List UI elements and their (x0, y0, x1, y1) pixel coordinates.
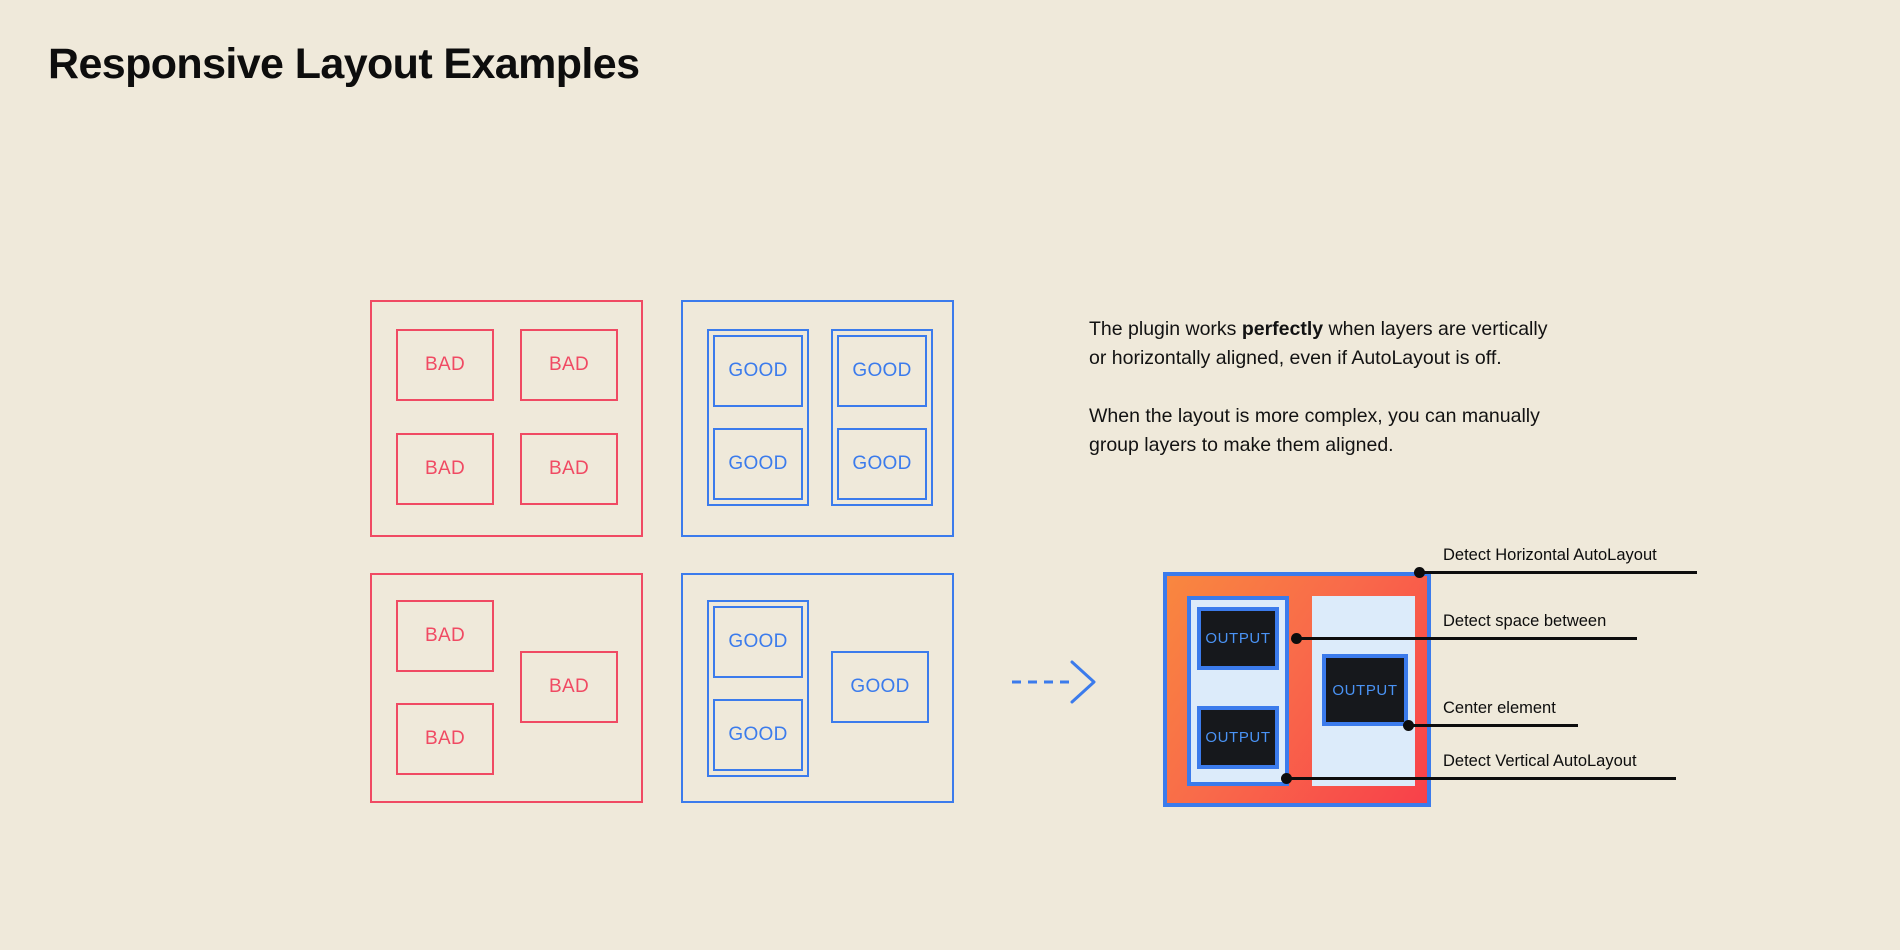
annotation-label: Detect Vertical AutoLayout (1443, 752, 1637, 770)
annotation-anchor-dot (1414, 567, 1425, 578)
layer-group-wrapper: GOOD GOOD (707, 329, 809, 506)
page-title: Responsive Layout Examples (48, 40, 640, 88)
cell-bad: BAD (520, 329, 618, 401)
center-element-column: OUTPUT (1312, 596, 1415, 786)
cell-bad: BAD (396, 329, 494, 401)
cell-good: GOOD (837, 428, 927, 500)
paragraph-1-emphasis: perfectly (1241, 318, 1324, 340)
cell-bad: BAD (520, 433, 618, 505)
paragraph-2: When the layout is more complex, you can… (1089, 405, 1540, 456)
cell-bad: BAD (396, 433, 494, 505)
example-panel-bottom-bad: BAD BAD BAD (370, 573, 643, 803)
cell-bad: BAD (520, 651, 618, 723)
plugin-detection-diagram: OUTPUT OUTPUT OUTPUT (1163, 572, 1431, 807)
annotation-label: Center element (1443, 699, 1556, 717)
cell-good: GOOD (713, 699, 803, 771)
annotation-label: Detect space between (1443, 612, 1607, 630)
example-panel-bottom-good: GOOD GOOD GOOD (681, 573, 954, 803)
paragraph-1-tail: when layers are vertically or horizontal… (1089, 318, 1548, 369)
example-panel-top-good: GOOD GOOD GOOD GOOD (681, 300, 954, 537)
description-copy: The plugin works perfectly when layers a… (1089, 315, 1559, 460)
cell-good: GOOD (831, 651, 929, 723)
cell-bad: BAD (396, 703, 494, 775)
layer-group-wrapper: GOOD GOOD (831, 329, 933, 506)
output-box: OUTPUT (1322, 654, 1408, 726)
output-box: OUTPUT (1197, 706, 1279, 769)
cell-good: GOOD (713, 335, 803, 407)
cell-good: GOOD (837, 335, 927, 407)
annotation-anchor-dot (1291, 633, 1302, 644)
annotation-anchor-dot (1281, 773, 1292, 784)
example-panel-top-bad: BAD BAD BAD BAD (370, 300, 643, 537)
annotation-leader-line (1287, 777, 1676, 780)
cell-good: GOOD (713, 606, 803, 678)
annotation-leader-line (1297, 637, 1637, 640)
annotation-label: Detect Horizontal AutoLayout (1443, 546, 1657, 564)
annotation-leader-line (1420, 571, 1697, 574)
annotation-anchor-dot (1403, 720, 1414, 731)
layer-group-wrapper: GOOD GOOD (707, 600, 809, 777)
output-box: OUTPUT (1197, 607, 1279, 670)
dashed-arrow-right-icon (1010, 658, 1100, 706)
cell-bad: BAD (396, 600, 494, 672)
cell-good: GOOD (713, 428, 803, 500)
annotation-leader-line (1409, 724, 1578, 727)
vertical-group-column: OUTPUT OUTPUT (1187, 596, 1289, 786)
paragraph-1: The plugin works perfectly when layers a… (1089, 315, 1559, 373)
paragraph-1-lead: The plugin works (1089, 318, 1242, 340)
